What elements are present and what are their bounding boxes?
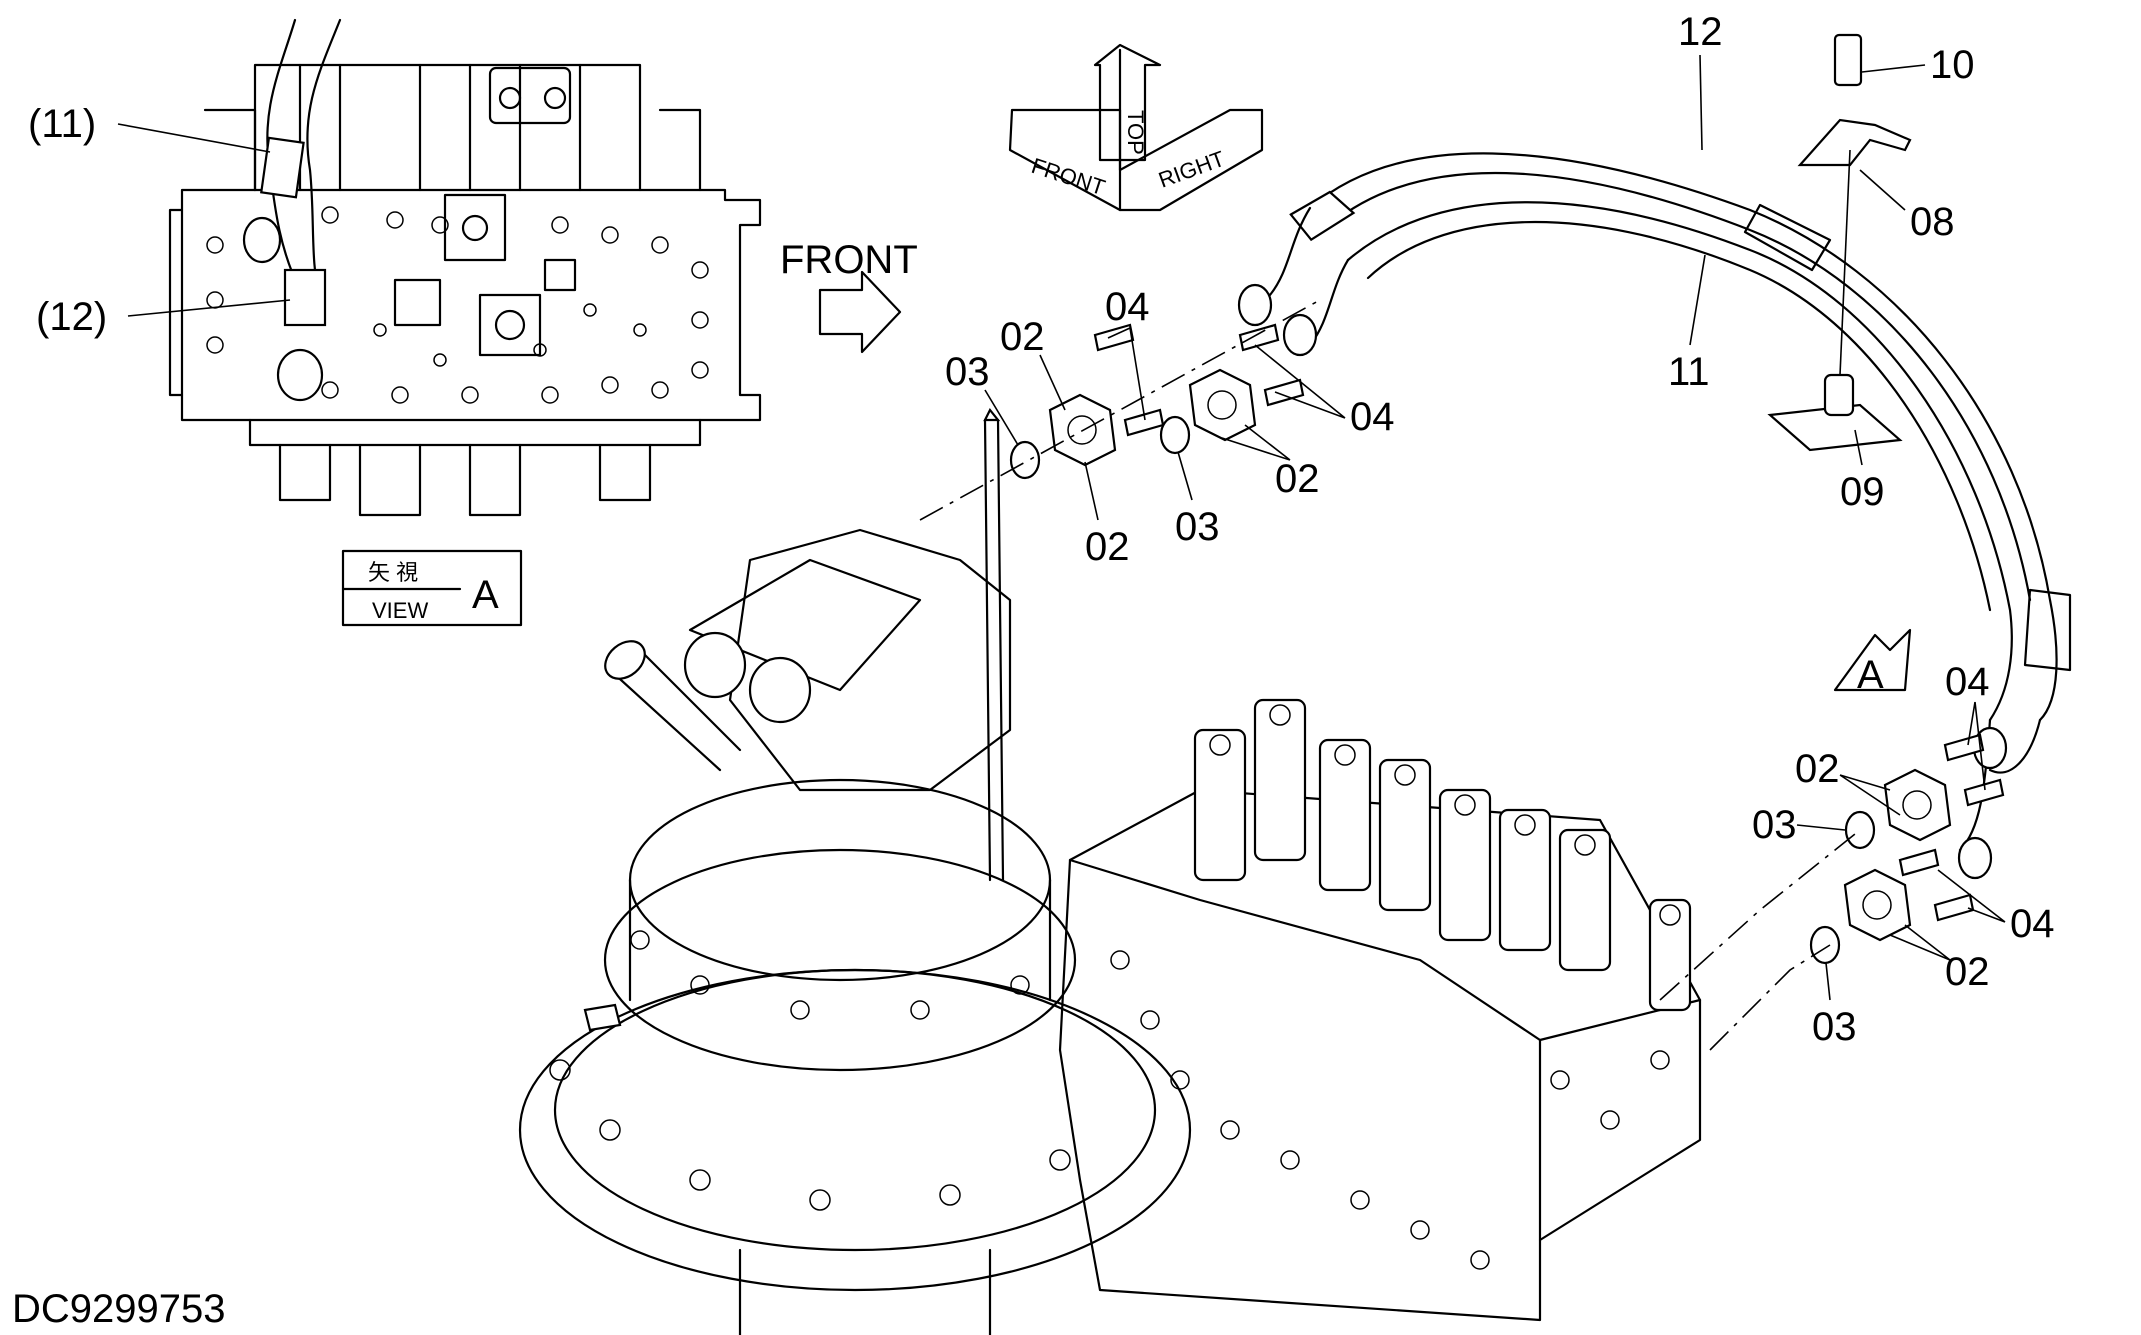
front-label: FRONT <box>780 238 918 282</box>
callout-12: 12 <box>1678 10 1723 54</box>
callouts: 12 10 08 11 09 04 02 03 02 03 04 02 04 0… <box>945 10 2055 1049</box>
control-valve <box>1058 698 1702 1322</box>
callout-02-upper-b: 02 <box>1085 525 1130 569</box>
callout-04-right-a: 04 <box>1945 660 1990 704</box>
centerline <box>919 299 1321 521</box>
callout-03-right-b: 03 <box>1812 1005 1857 1049</box>
clamp-parts <box>1767 33 1912 452</box>
centerline <box>1659 829 1861 1001</box>
callout-03-right-a: 03 <box>1752 803 1797 847</box>
flange-hardware <box>1009 323 2005 965</box>
hose-assembly <box>1237 152 2072 880</box>
callout-09: 09 <box>1840 470 1885 514</box>
drawing-number: DC9299753 <box>12 1287 226 1331</box>
centerline <box>1709 944 1831 1051</box>
callout-08: 08 <box>1910 200 1955 244</box>
swing-motor <box>518 407 1192 1335</box>
callout-02-right-a: 02 <box>1795 747 1840 791</box>
view-kanji: 矢 視 <box>368 560 418 585</box>
view-text: VIEW <box>372 598 428 623</box>
callout-02-right-b: 02 <box>1945 950 1990 994</box>
cube-front: FRONT <box>1028 153 1108 200</box>
front-direction-arrow: FRONT <box>780 238 918 354</box>
callout-04-right-b: 04 <box>2010 902 2055 946</box>
inset-callout-12: (12) <box>36 295 107 339</box>
inset-view-a <box>168 18 762 517</box>
callout-03-upper-a: 03 <box>945 350 990 394</box>
callout-10: 10 <box>1930 43 1975 87</box>
view-arrow-a: A <box>1833 628 1912 697</box>
cube-right: RIGHT <box>1155 146 1228 193</box>
callout-02-upper-c: 02 <box>1275 457 1320 501</box>
orientation-cube: TOP FRONT RIGHT <box>1008 43 1264 212</box>
cube-top: TOP <box>1123 110 1148 155</box>
view-letter: A <box>472 573 499 617</box>
callout-03-upper-b: 03 <box>1175 505 1220 549</box>
view-a-label: 矢 視 VIEW A <box>341 549 523 627</box>
view-arrow-letter: A <box>1857 653 1884 697</box>
callout-04-upper-b: 04 <box>1350 395 1395 439</box>
inset-callout-11: (11) <box>28 102 96 146</box>
callout-11: 11 <box>1668 350 1710 394</box>
callout-02-upper-a: 02 <box>1000 315 1045 359</box>
callout-04-upper-a: 04 <box>1105 285 1150 329</box>
